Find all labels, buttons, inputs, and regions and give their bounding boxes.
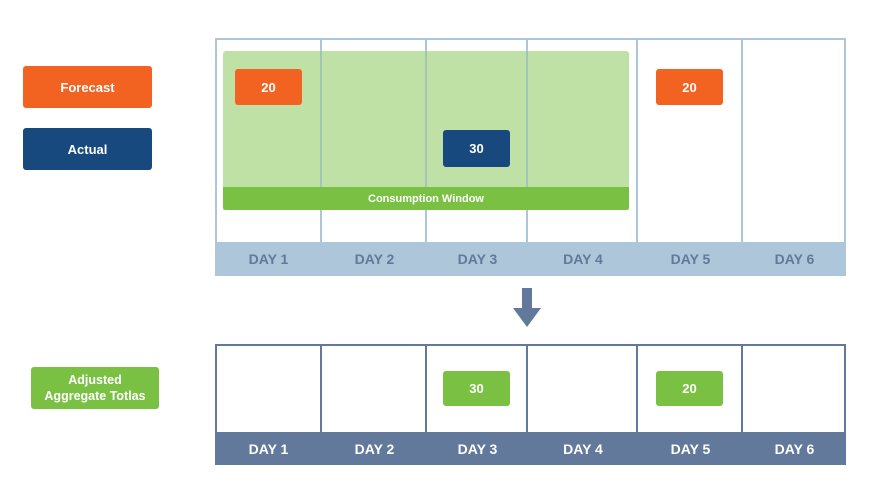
bottom-cell-day-4 — [526, 344, 638, 436]
bottom-day-label: DAY 1 — [248, 440, 289, 457]
adjusted-box-day-5: 20 — [656, 371, 723, 406]
consumption-window-divider-3 — [526, 51, 528, 210]
adjusted-legend-label-line2: Aggregate Totlas — [44, 389, 146, 403]
top-day-label: DAY 3 — [457, 251, 498, 267]
forecast-box-day-5: 20 — [656, 69, 723, 105]
bottom-cell-day-6 — [741, 344, 846, 436]
adjusted-legend-label-line1: Adjusted — [68, 373, 122, 387]
consumption-window-label: Consumption Window — [368, 192, 484, 205]
forecast-legend: Forecast — [23, 66, 152, 108]
consumption-window-bar: Consumption Window — [223, 187, 629, 210]
top-cell-day-6 — [741, 38, 846, 244]
actual-value-day-3: 30 — [469, 141, 484, 156]
forecast-grid: Consumption Window 20 30 20 DAY 1 DAY 2 … — [215, 38, 846, 276]
bottom-day-label: DAY 6 — [774, 440, 815, 457]
bottom-cell-day-1 — [215, 344, 322, 436]
top-day-label: DAY 2 — [354, 251, 395, 267]
bottom-day-label: DAY 3 — [457, 440, 498, 457]
top-day-header-row: DAY 1 DAY 2 DAY 3 DAY 4 DAY 5 DAY 6 — [215, 242, 846, 276]
consumption-window-divider-1 — [320, 51, 322, 210]
forecast-legend-label: Forecast — [60, 79, 115, 95]
consumption-window-divider-2 — [425, 51, 427, 210]
forecast-box-day-1: 20 — [235, 69, 302, 105]
actual-legend-label: Actual — [67, 141, 108, 157]
down-arrow-icon — [513, 288, 541, 327]
bottom-day-header-row: DAY 1 DAY 2 DAY 3 DAY 4 DAY 5 DAY 6 — [215, 432, 846, 465]
top-day-label: DAY 5 — [670, 251, 711, 267]
top-day-label: DAY 6 — [774, 251, 815, 267]
bottom-cell-day-2 — [320, 344, 427, 436]
bottom-day-label: DAY 4 — [563, 440, 603, 457]
actual-legend: Actual — [23, 128, 152, 170]
forecast-value-day-5: 20 — [682, 79, 697, 95]
adjusted-box-day-3: 30 — [443, 371, 510, 406]
forecast-value-day-1: 20 — [261, 79, 276, 95]
adjusted-value-day-5: 20 — [682, 381, 697, 396]
adjusted-legend: Adjusted Aggregate Totlas — [31, 367, 159, 409]
actual-box-day-3: 30 — [443, 130, 510, 167]
bottom-day-label: DAY 2 — [354, 440, 395, 457]
adjusted-value-day-3: 30 — [469, 381, 484, 396]
bottom-day-label: DAY 5 — [670, 440, 711, 457]
adjusted-grid: 30 20 DAY 1 DAY 2 DAY 3 DAY 4 DAY 5 DAY … — [215, 344, 846, 465]
top-day-label: DAY 1 — [248, 251, 289, 267]
top-day-label: DAY 4 — [563, 251, 603, 267]
